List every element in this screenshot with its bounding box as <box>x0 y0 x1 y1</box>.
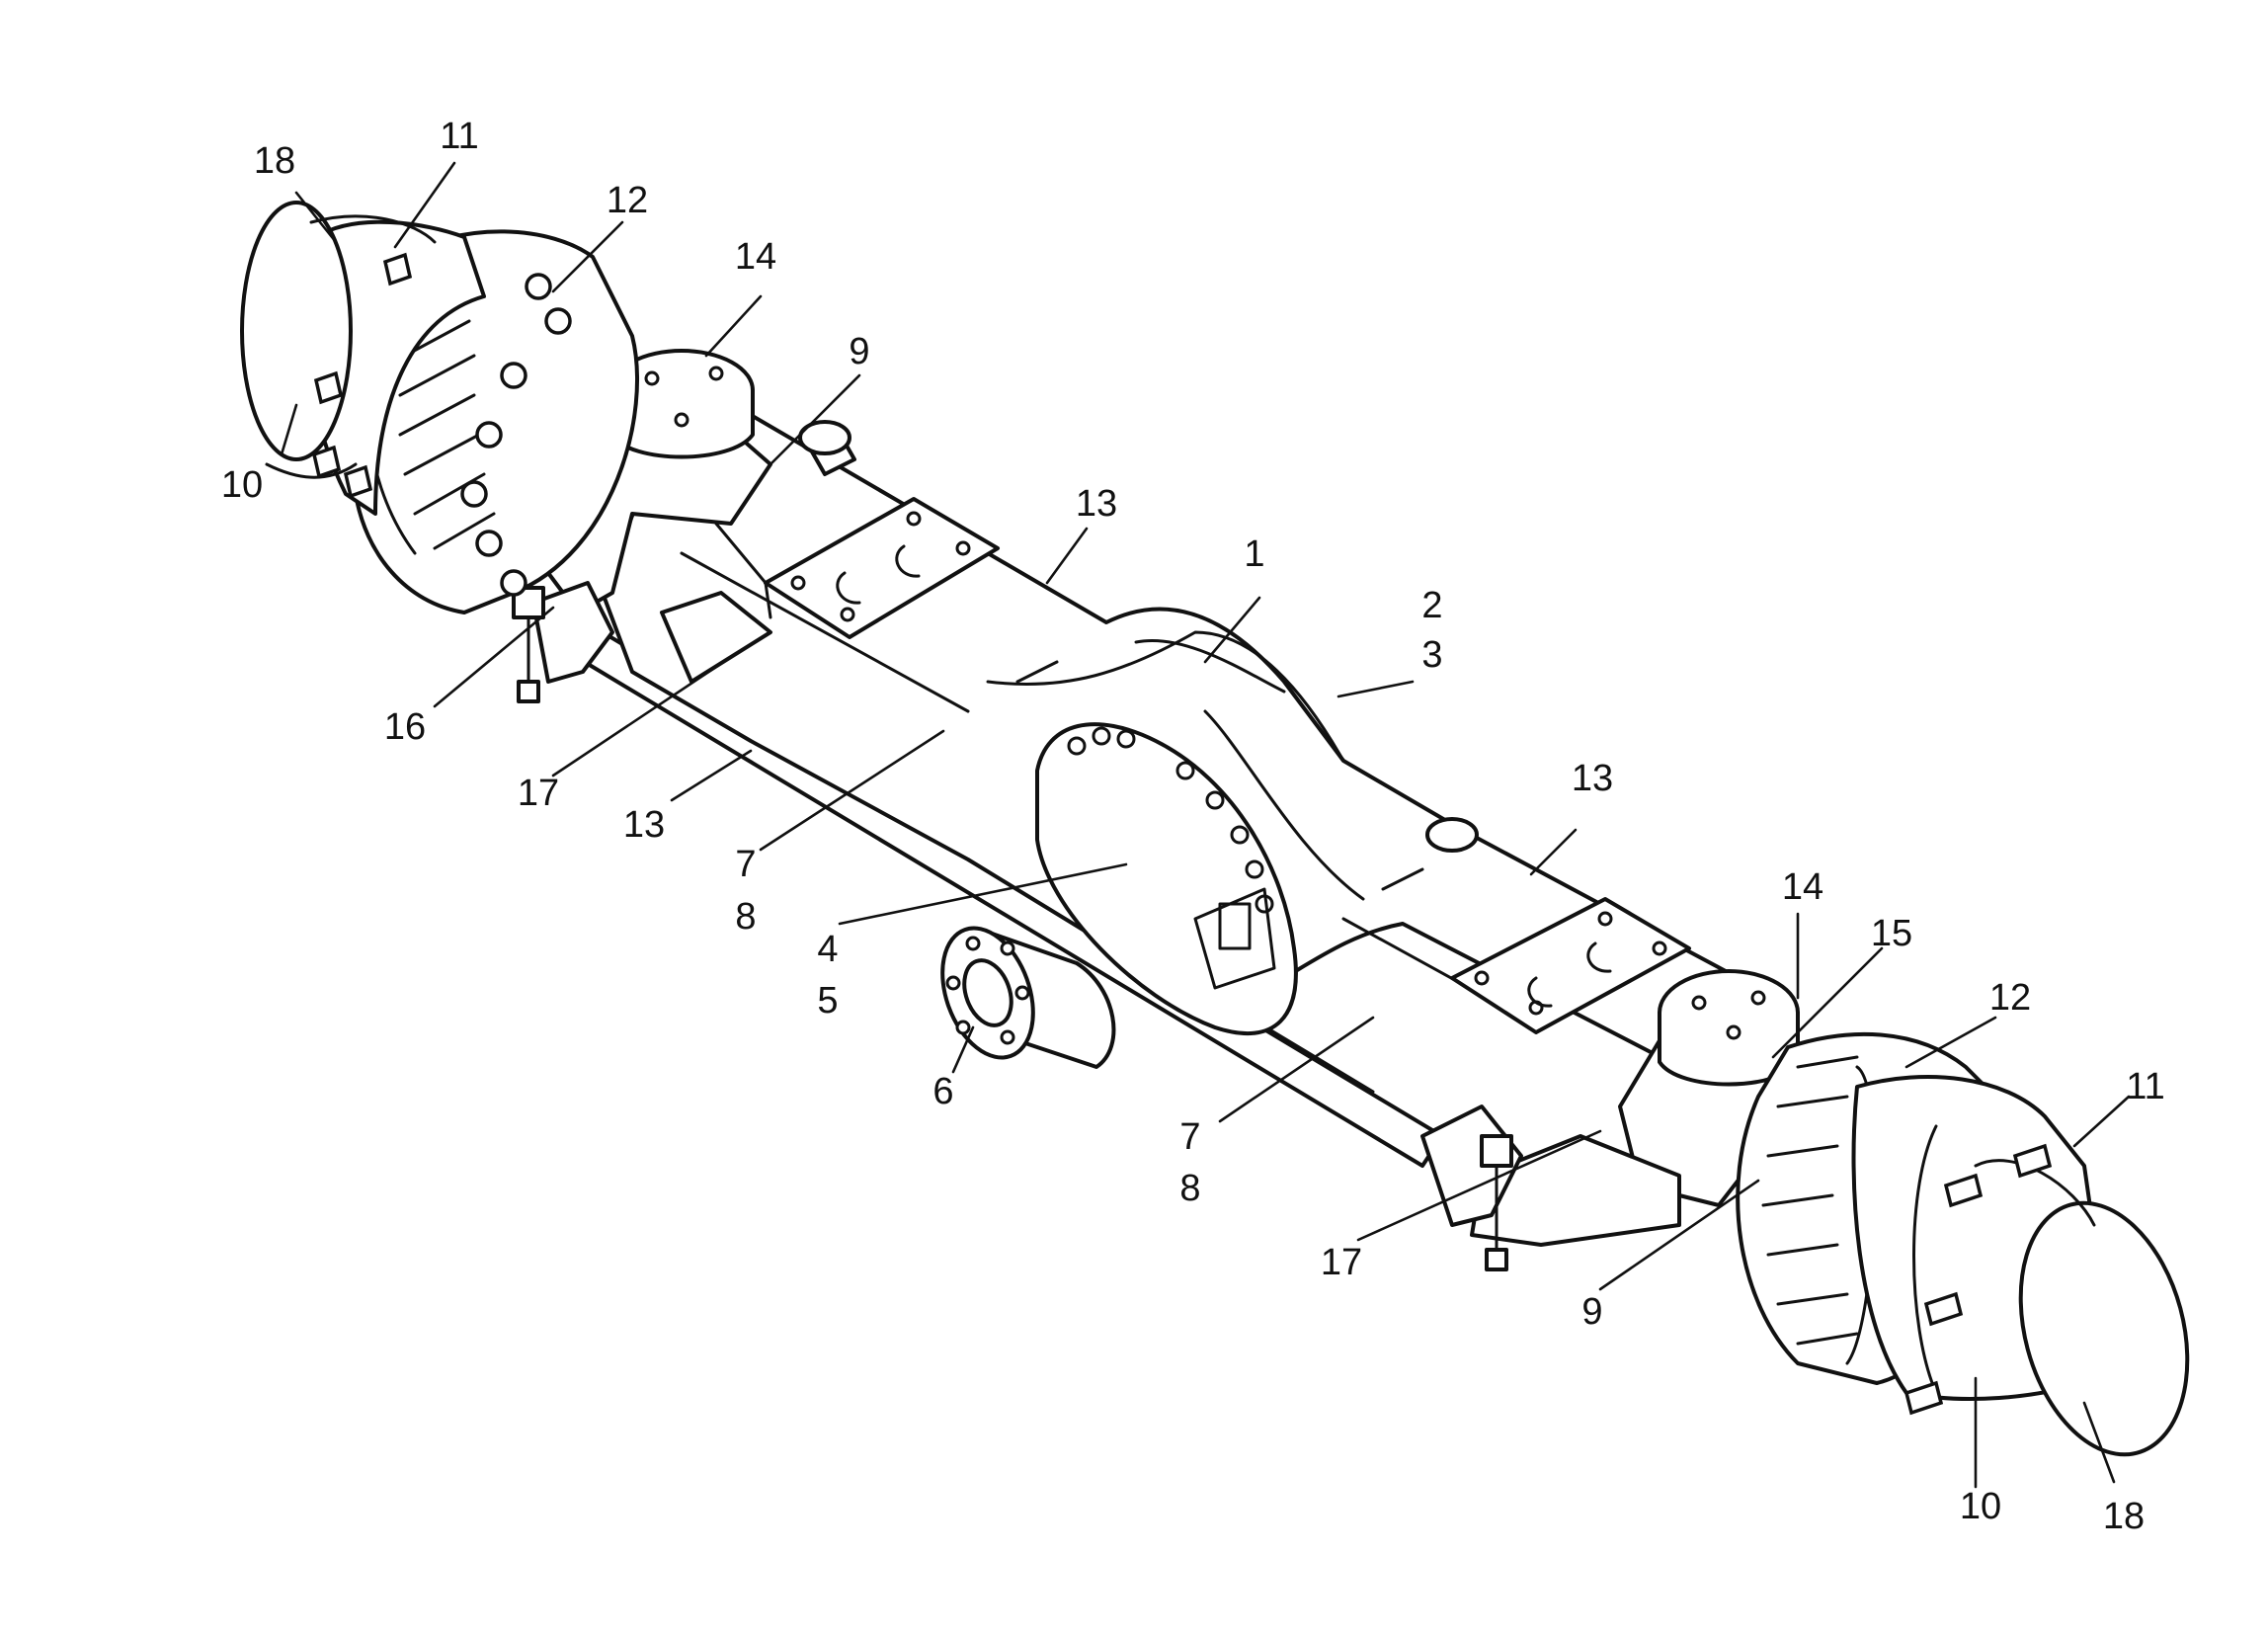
callout-15: 15 <box>1871 913 1912 954</box>
callout-16: 16 <box>384 706 426 748</box>
callout-13-right: 13 <box>1572 758 1613 799</box>
cooling-fins-right <box>1761 1055 1859 1346</box>
breather-plug-right <box>1425 817 1479 853</box>
callout-6: 6 <box>932 1071 953 1112</box>
callout-13-left: 13 <box>623 804 665 846</box>
spring-pad-left <box>714 497 1000 639</box>
steering-arm-left <box>512 581 614 703</box>
callout-12-right: 12 <box>1989 977 2031 1019</box>
callout-5: 5 <box>817 980 838 1022</box>
callout-12-left: 12 <box>607 180 648 221</box>
callout-18-left: 18 <box>254 140 295 182</box>
callout-13-top: 13 <box>1076 483 1117 525</box>
callout-7-right: 7 <box>1179 1116 1200 1158</box>
callout-11-right: 11 <box>2126 1066 2164 1107</box>
callout-17-right: 17 <box>1321 1242 1362 1283</box>
callout-7-left: 7 <box>735 844 756 885</box>
callout-14-left: 14 <box>735 236 776 278</box>
spring-pad-right <box>1450 897 1691 1034</box>
steering-arm-right <box>1420 1104 1523 1271</box>
wheel-studs-right <box>1904 1143 2053 1416</box>
callout-18-right: 18 <box>2103 1496 2145 1537</box>
callout-11-left: 11 <box>440 116 478 157</box>
callout-1: 1 <box>1244 533 1264 575</box>
callout-4: 4 <box>817 929 838 970</box>
callout-10-left: 10 <box>221 464 263 506</box>
breather-plug-left <box>798 420 856 476</box>
callout-10-right: 10 <box>1960 1486 2001 1527</box>
callout-3: 3 <box>1421 634 1442 676</box>
pinion-flange <box>940 926 1116 1069</box>
callout-2: 2 <box>1421 585 1442 626</box>
differential-carrier <box>1035 722 1298 1036</box>
wheel-hub-right <box>1851 1075 2190 1457</box>
leader-lines <box>280 161 2131 1489</box>
callout-17-left: 17 <box>518 773 559 814</box>
callout-14-right: 14 <box>1782 866 1823 908</box>
callout-9-left: 9 <box>849 331 869 372</box>
callout-8-left: 8 <box>735 896 756 938</box>
callout-8-right: 8 <box>1179 1168 1200 1209</box>
callout-9-right: 9 <box>1581 1291 1602 1333</box>
wheel-studs-left <box>311 252 413 499</box>
callout-labels: 18 11 12 14 9 10 13 1 2 3 16 17 13 7 8 4… <box>221 116 2165 1537</box>
wheel-hub-left <box>240 201 486 516</box>
